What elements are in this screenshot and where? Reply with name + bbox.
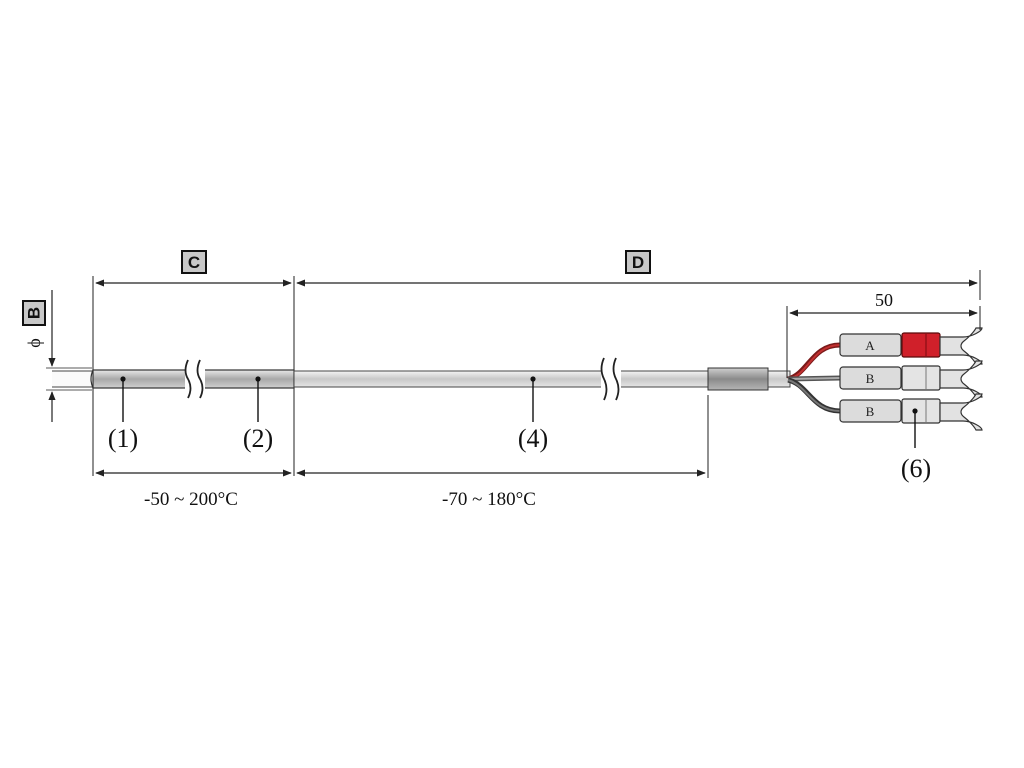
d-label: D bbox=[632, 253, 644, 272]
sheath-temperature-range: -50 ~ 200°C bbox=[144, 489, 238, 510]
diameter-symbol: ϕ bbox=[24, 338, 44, 347]
red-connector bbox=[901, 332, 941, 358]
lead-length-value: 50 bbox=[875, 290, 893, 310]
terminal-b2: B bbox=[839, 393, 983, 431]
terminal-b2-label: B bbox=[866, 404, 875, 419]
callout-1-label: (1) bbox=[108, 424, 138, 453]
terminal-b1-label: B bbox=[866, 371, 875, 386]
terminal-a-label: A bbox=[865, 338, 875, 353]
callout-4: (4) bbox=[518, 376, 548, 453]
callout-2-label: (2) bbox=[243, 424, 273, 453]
c-label: C bbox=[188, 253, 200, 272]
callout-6-label: (6) bbox=[901, 454, 931, 483]
callout-4-label: (4) bbox=[518, 424, 548, 453]
dimension-c: C bbox=[92, 250, 295, 476]
callout-1: (1) bbox=[108, 376, 138, 453]
sheath-temperature-dimension: -50 ~ 200°C bbox=[95, 469, 292, 510]
cable-sleeve bbox=[707, 367, 769, 391]
spade-lug-a bbox=[939, 327, 983, 365]
terminal-a: A bbox=[839, 327, 983, 365]
cable-temperature-range: -70 ~ 180°C bbox=[442, 489, 536, 510]
cable-temperature-dimension: -70 ~ 180°C bbox=[296, 395, 709, 510]
b-label-box bbox=[22, 300, 46, 326]
dimension-lead-length: 50 bbox=[786, 290, 981, 378]
callout-2: (2) bbox=[243, 376, 273, 453]
spade-lug-b2 bbox=[939, 393, 983, 431]
b-label: B bbox=[25, 307, 44, 319]
dimension-b: B ϕ bbox=[22, 290, 92, 422]
cable-break-mark bbox=[600, 357, 621, 401]
spade-lug-b1 bbox=[939, 360, 983, 398]
cable bbox=[293, 367, 791, 391]
d-label-box bbox=[625, 250, 651, 274]
terminal-b1: B bbox=[839, 360, 983, 398]
lead-wires bbox=[787, 342, 841, 414]
c-label-box bbox=[181, 250, 207, 274]
callout-6: (6) bbox=[901, 408, 931, 483]
dimension-d: D bbox=[296, 250, 981, 300]
sheath-break-mark bbox=[184, 359, 205, 399]
